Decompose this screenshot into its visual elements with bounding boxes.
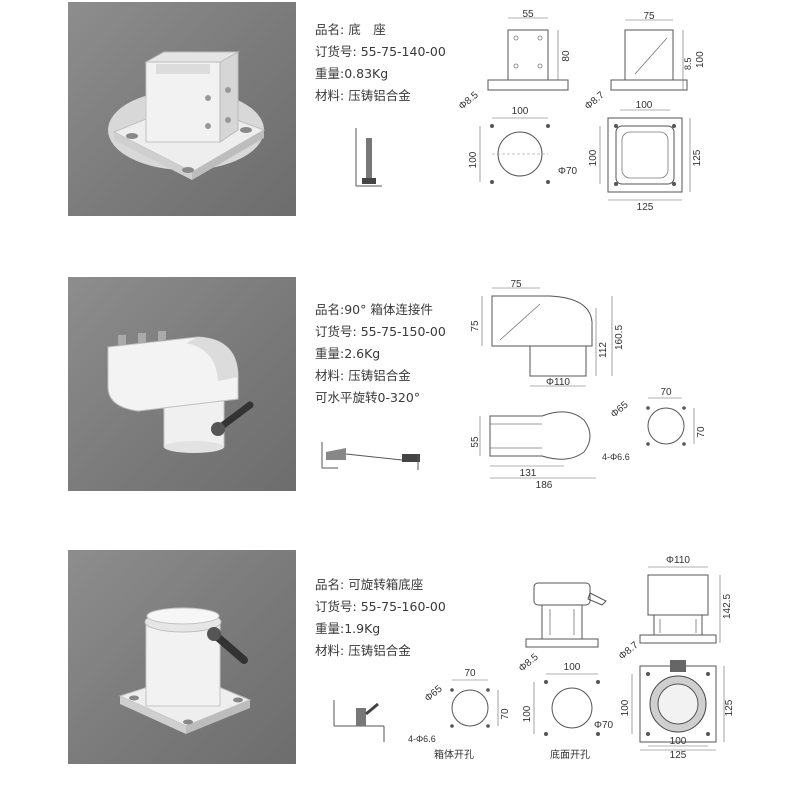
svg-text:100: 100 (620, 699, 631, 716)
svg-text:70: 70 (500, 708, 511, 720)
svg-text:100: 100 (588, 149, 599, 166)
order-number: 55-75-150-00 (360, 324, 446, 339)
svg-text:70: 70 (464, 668, 476, 679)
svg-text:Φ65: Φ65 (609, 399, 631, 420)
product-name: 90° 箱体连接件 (344, 302, 433, 317)
svg-text:Φ70: Φ70 (558, 166, 578, 177)
install-sketch-3 (333, 700, 385, 742)
spec-base: 品名: 底 座 订货号: 55-75-140-00 重量:0.83Kg 材料: … (315, 22, 446, 103)
drawing-base-flange: Φ8.7 100 100 125 125 (583, 90, 703, 213)
base-render (108, 51, 266, 180)
svg-text:55: 55 (470, 436, 481, 448)
svg-text:Φ110: Φ110 (666, 555, 690, 566)
connector-render (107, 331, 254, 453)
svg-text:125: 125 (637, 202, 654, 213)
svg-text:100: 100 (564, 662, 581, 673)
svg-text:Φ70: Φ70 (594, 720, 614, 731)
drawing-rotating-box-holes: 70 Φ65 70 4-Φ6.6 箱体开孔 (408, 668, 511, 761)
order-number: 55-75-160-00 (360, 599, 446, 614)
svg-text:8.5: 8.5 (683, 57, 693, 70)
svg-text:55: 55 (522, 9, 534, 20)
svg-text:100: 100 (670, 736, 687, 747)
product-name: 底 座 (348, 22, 386, 37)
svg-text:70: 70 (696, 426, 707, 438)
svg-text:160.5: 160.5 (614, 325, 625, 350)
svg-text:Φ110: Φ110 (546, 377, 570, 388)
install-sketch-1 (355, 128, 382, 187)
material: 压铸铝合金 (348, 643, 411, 658)
material: 压铸铝合金 (348, 88, 411, 103)
svg-text:4-Φ6.6: 4-Φ6.6 (602, 452, 630, 462)
spec-rotating-base: 品名: 可旋转箱底座 订货号: 55-75-160-00 重量:1.9Kg 材料… (315, 577, 446, 658)
rotating-base-render (118, 607, 252, 734)
drawing-rotating-base-holes: Φ8.5 100 100 Φ70 底面开孔 (517, 652, 614, 761)
svg-text:186: 186 (536, 480, 553, 491)
svg-text:100: 100 (636, 100, 653, 111)
rotation-note: 可水平旋转0-320° (315, 390, 421, 405)
drawing-rotating-side: Φ110 142.5 (639, 555, 733, 644)
svg-text:142.5: 142.5 (722, 594, 733, 619)
drawing-rotating-front (525, 582, 607, 648)
svg-text:75: 75 (643, 11, 655, 22)
weight: 0.83Kg (344, 66, 389, 81)
svg-text:Φ65: Φ65 (423, 683, 445, 704)
weight: 2.6Kg (344, 346, 381, 361)
svg-text:100: 100 (522, 705, 533, 722)
caption-box-hole: 箱体开孔 (434, 748, 474, 761)
svg-text:100: 100 (512, 106, 529, 117)
svg-text:70: 70 (660, 387, 672, 398)
drawing-rotating-flange: Φ8.7 100 125 100 125 (617, 640, 735, 761)
weight: 1.9Kg (344, 621, 381, 636)
svg-text:112: 112 (598, 342, 609, 358)
spec-connector: 品名:90° 箱体连接件 订货号: 55-75-150-00 重量:2.6Kg … (315, 299, 446, 409)
product-photo-connector (68, 277, 296, 491)
drawing-base-front: 55 80 (487, 9, 572, 91)
install-sketch-2 (321, 442, 420, 470)
svg-text:80: 80 (561, 50, 572, 62)
drawing-connector-holes: 70 Φ65 70 4-Φ6.6 (602, 387, 707, 462)
product-photo-base (68, 2, 296, 216)
order-number: 55-75-140-00 (360, 44, 446, 59)
svg-text:100: 100 (468, 151, 479, 168)
svg-text:75: 75 (510, 279, 522, 290)
svg-text:125: 125 (724, 699, 735, 716)
drawing-connector-side: 75 75 112 160.5 Φ110 (470, 279, 625, 388)
svg-text:125: 125 (692, 149, 703, 166)
drawing-connector-plan: 55 131 186 (470, 411, 596, 491)
product-name: 可旋转箱底座 (348, 577, 424, 592)
product-photo-rotating-base (68, 550, 296, 764)
material: 压铸铝合金 (348, 368, 411, 383)
svg-text:4-Φ6.6: 4-Φ6.6 (408, 734, 436, 744)
caption-base-hole: 底面开孔 (550, 748, 590, 761)
drawing-base-side: 75 8.5 100 (610, 11, 706, 91)
drawing-base-bolt-pattern: Φ8.5 100 100 Φ70 (457, 90, 578, 184)
svg-text:75: 75 (470, 320, 481, 332)
svg-text:100: 100 (695, 51, 706, 68)
svg-text:125: 125 (670, 750, 687, 761)
svg-text:131: 131 (520, 468, 537, 479)
